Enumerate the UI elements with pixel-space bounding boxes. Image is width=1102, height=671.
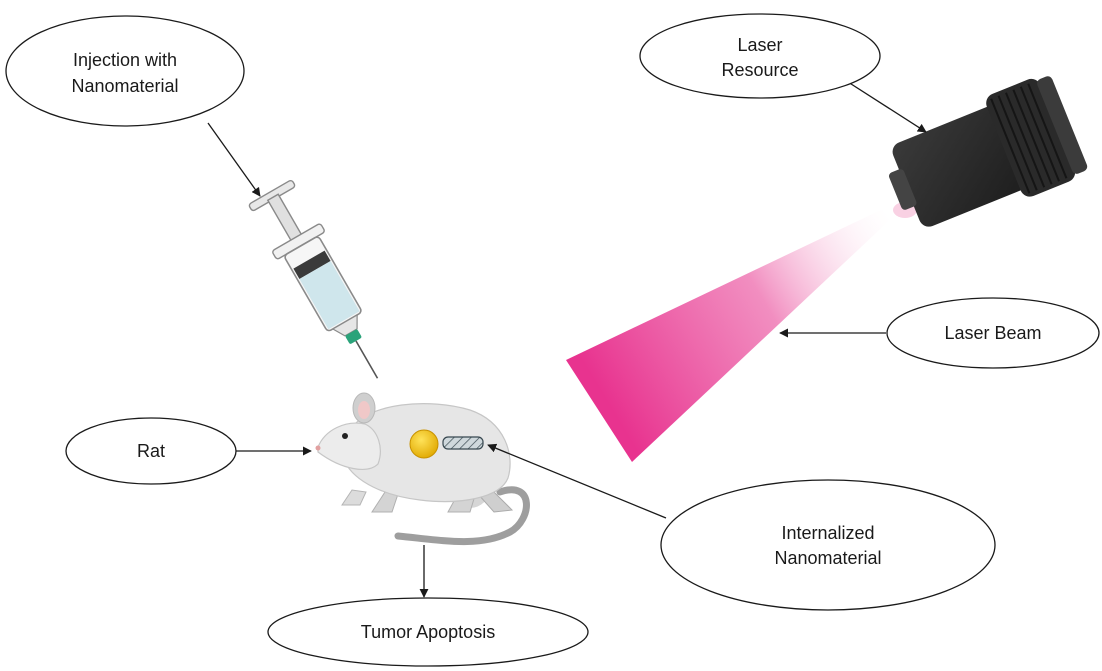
tumor-apoptosis-label: Tumor Apoptosis xyxy=(361,622,495,642)
rat-tail xyxy=(394,486,530,546)
laser-beam-cone xyxy=(566,208,892,462)
internalized-label-line1: Internalized xyxy=(781,523,874,543)
laser-beam-label: Laser Beam xyxy=(944,323,1041,343)
laser-beam-illustration xyxy=(566,202,917,462)
laser-device-icon xyxy=(888,76,1088,227)
laser-resource-label-line1: Laser xyxy=(737,35,782,55)
internalized-label-node: Internalized Nanomaterial xyxy=(660,479,996,611)
injection-label-line1: Injection with xyxy=(73,50,177,70)
rat-label-node: Rat xyxy=(65,417,237,485)
internalized-label-line2: Nanomaterial xyxy=(774,548,881,568)
internalized-nanomaterial-illustration xyxy=(409,429,484,459)
nanotube-icon xyxy=(442,436,484,450)
rat-icon xyxy=(315,392,530,546)
nanoparticle-icon xyxy=(409,429,439,459)
laser-resource-label-line2: Resource xyxy=(721,60,798,80)
rat-label: Rat xyxy=(137,441,165,461)
laser-resource-label-node: Laser Resource xyxy=(639,13,881,99)
internalized-arrow xyxy=(487,443,667,519)
laser-beam-label-node: Laser Beam xyxy=(886,297,1100,369)
tumor-apoptosis-label-node: Tumor Apoptosis xyxy=(267,597,589,667)
injection-label-node: Injection with Nanomaterial xyxy=(5,15,245,127)
syringe-icon xyxy=(248,179,379,379)
injection-arrow xyxy=(207,122,261,197)
injection-label-line2: Nanomaterial xyxy=(71,76,178,96)
laser-resource-arrow xyxy=(847,81,927,133)
